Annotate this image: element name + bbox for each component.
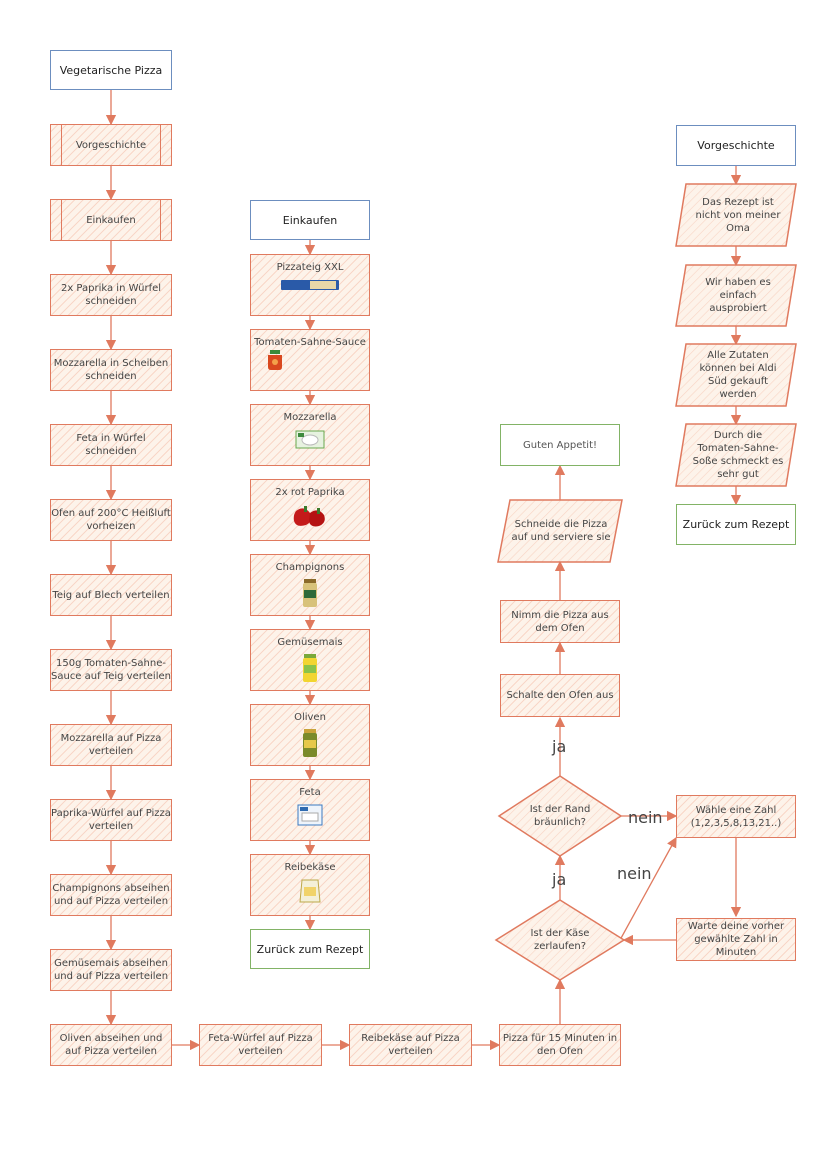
backstory-item-4: Durch die Tomaten-Sahne-Soße schmeckt es… bbox=[692, 430, 784, 480]
pizza-dough-package-icon bbox=[280, 278, 340, 296]
end-node: Guten Appetit! bbox=[500, 424, 620, 466]
step-einkaufen[interactable]: Einkaufen bbox=[50, 199, 172, 241]
label-no-crust: nein bbox=[628, 808, 663, 827]
shopping-item-mozzarella: Mozzarella bbox=[250, 404, 370, 466]
shopping-item-label: Champignons bbox=[275, 562, 345, 573]
backstory-title: Vorgeschichte bbox=[676, 125, 796, 166]
step-feta-verteilen: Feta-Würfel auf Pizza verteilen bbox=[199, 1024, 322, 1066]
shopping-item-paprika: 2x rot Paprika bbox=[250, 479, 370, 541]
shopping-item-mais: Gemüsemais bbox=[250, 629, 370, 691]
decision-cheese-shape bbox=[494, 899, 626, 981]
step-oven-off: Schalte den Ofen aus bbox=[500, 674, 620, 717]
step-take-out: Nimm die Pizza aus dem Ofen bbox=[500, 600, 620, 643]
shopping-item-label: Oliven bbox=[294, 712, 326, 723]
decision-cheese: Ist der Käse zerlaufen? bbox=[530, 928, 590, 952]
parallelogram-back1-shape bbox=[675, 183, 797, 247]
olive-jar-icon bbox=[301, 728, 319, 762]
tomato-sauce-jar-icon bbox=[264, 349, 286, 375]
step-sauce-verteilen: 150g Tomaten-Sahne-Sauce auf Teig vertei… bbox=[50, 649, 172, 691]
shopping-item-reibekaese: Reibekäse bbox=[250, 854, 370, 916]
start-node: Vegetarische Pizza bbox=[50, 50, 172, 90]
shopping-title: Einkaufen bbox=[250, 200, 370, 240]
step-paprika-schneiden: 2x Paprika in Würfel schneiden bbox=[50, 274, 172, 316]
shopping-item-label: Gemüsemais bbox=[277, 637, 343, 648]
mushroom-jar-icon bbox=[301, 578, 319, 612]
shopping-item-pizzateig: Pizzateig XXL bbox=[250, 254, 370, 316]
shopping-item-feta: Feta bbox=[250, 779, 370, 841]
step-paprika-verteilen: Paprika-Würfel auf Pizza verteilen bbox=[50, 799, 172, 841]
label-yes-crust: ja bbox=[552, 737, 567, 756]
backstory-back-link[interactable]: Zurück zum Rezept bbox=[676, 504, 796, 545]
step-vorgeschichte[interactable]: Vorgeschichte bbox=[50, 124, 172, 166]
shopping-item-sauce: Tomaten-Sahne-Sauce bbox=[250, 329, 370, 391]
step-ofen-vorheizen: Ofen auf 200°C Heißluft vorheizen bbox=[50, 499, 172, 541]
shopping-back-link[interactable]: Zurück zum Rezept bbox=[250, 929, 370, 969]
shopping-item-oliven: Oliven bbox=[250, 704, 370, 766]
step-mozzarella-schneiden: Mozzarella in Scheiben schneiden bbox=[50, 349, 172, 391]
corn-jar-icon bbox=[301, 653, 319, 687]
shopping-item-champignons: Champignons bbox=[250, 554, 370, 616]
shopping-item-label: Pizzateig XXL bbox=[276, 262, 344, 273]
label-no-cheese: nein bbox=[617, 864, 652, 883]
red-pepper-icon bbox=[290, 503, 330, 531]
step-pizza-ofen: Pizza für 15 Minuten in den Ofen bbox=[499, 1024, 621, 1066]
mozzarella-package-icon bbox=[295, 428, 325, 454]
feta-package-icon bbox=[297, 803, 323, 831]
step-wait: Warte deine vorher gewählte Zahl in Minu… bbox=[676, 918, 796, 961]
step-mozzarella-verteilen: Mozzarella auf Pizza verteilen bbox=[50, 724, 172, 766]
shopping-item-label: 2x rot Paprika bbox=[275, 487, 345, 498]
parallelogram-schneide-shape bbox=[497, 499, 623, 563]
step-mais-verteilen: Gemüsemais abseihen und auf Pizza vertei… bbox=[50, 949, 172, 991]
parallelogram-back3-shape bbox=[675, 343, 797, 407]
step-pick-number: Wähle eine Zahl (1,2,3,5,8,13,21..) bbox=[676, 795, 796, 838]
step-teig-verteilen: Teig auf Blech verteilen bbox=[50, 574, 172, 616]
label-yes-cheese: ja bbox=[552, 870, 567, 889]
parallelogram-back4-shape bbox=[675, 423, 797, 487]
step-champignons-verteilen: Champignons abseihen und auf Pizza verte… bbox=[50, 874, 172, 916]
backstory-item-2: Wir haben es einfach ausprobiert bbox=[705, 277, 771, 314]
shopping-item-label: Mozzarella bbox=[283, 412, 337, 423]
backstory-item-3: Alle Zutaten können bei Aldi Süd gekauft… bbox=[699, 350, 777, 400]
edge-q-cheese-no bbox=[619, 836, 677, 941]
decision-crust-shape bbox=[497, 775, 623, 857]
grated-cheese-bag-icon bbox=[299, 878, 321, 908]
shopping-item-label: Reibekäse bbox=[284, 862, 336, 873]
decision-crust: Ist der Rand bräunlich? bbox=[529, 804, 591, 828]
step-oliven-verteilen: Oliven abseihen und auf Pizza verteilen bbox=[50, 1024, 172, 1066]
step-cut-serve: Schneide die Pizza auf und serviere sie bbox=[511, 519, 611, 543]
step-reibekaese-verteilen: Reibekäse auf Pizza verteilen bbox=[349, 1024, 472, 1066]
step-feta-schneiden: Feta in Würfel schneiden bbox=[50, 424, 172, 466]
parallelogram-back2-shape bbox=[675, 264, 797, 327]
shopping-item-label: Feta bbox=[299, 787, 321, 798]
backstory-item-1: Das Rezept ist nicht von meiner Oma bbox=[695, 196, 781, 234]
shopping-item-label: Tomaten-Sahne-Sauce bbox=[254, 337, 366, 348]
